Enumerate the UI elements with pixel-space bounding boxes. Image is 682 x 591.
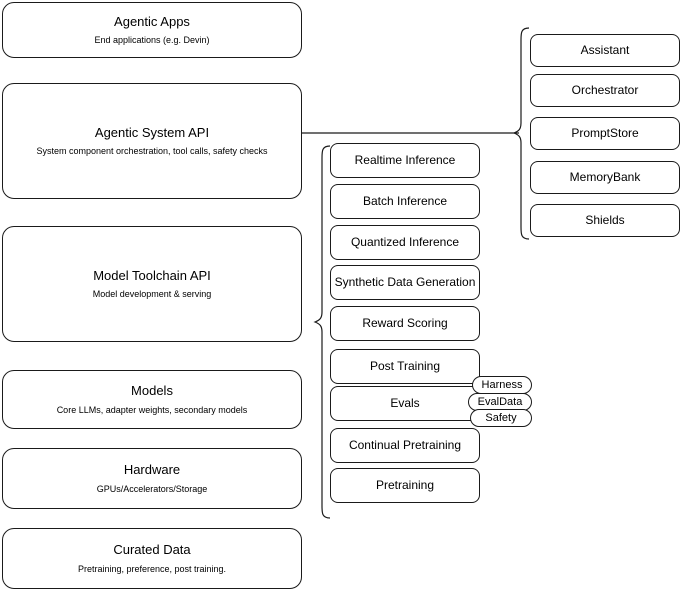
layer-model-toolchain-api[interactable]: Model Toolchain API Model development & … xyxy=(2,226,302,342)
capability-quantized-inference[interactable]: Quantized Inference xyxy=(330,225,480,260)
layer-models[interactable]: Models Core LLMs, adapter weights, secon… xyxy=(2,370,302,429)
layer-title: Agentic System API xyxy=(94,124,210,140)
evals-chip-harness[interactable]: Harness xyxy=(472,376,532,394)
component-label: MemoryBank xyxy=(569,170,641,184)
layer-agentic-apps[interactable]: Agentic Apps End applications (e.g. Devi… xyxy=(2,2,302,58)
capability-label: Continual Pretraining xyxy=(348,438,462,452)
capability-synthetic-data-generation[interactable]: Synthetic Data Generation xyxy=(330,265,480,300)
capability-batch-inference[interactable]: Batch Inference xyxy=(330,184,480,219)
layer-title: Curated Data xyxy=(113,542,191,558)
capability-realtime-inference[interactable]: Realtime Inference xyxy=(330,143,480,178)
evals-chip-label: Harness xyxy=(481,379,523,391)
component-assistant[interactable]: Assistant xyxy=(530,34,680,67)
evals-chip-safety[interactable]: Safety xyxy=(470,409,532,427)
layer-subtitle: System component orchestration, tool cal… xyxy=(36,146,268,156)
capability-post-training[interactable]: Post Training xyxy=(330,349,480,384)
component-shields[interactable]: Shields xyxy=(530,204,680,237)
layer-title: Model Toolchain API xyxy=(93,267,211,283)
component-label: Assistant xyxy=(580,43,630,57)
capability-label: Reward Scoring xyxy=(362,316,448,330)
capability-label: Post Training xyxy=(369,359,441,373)
capability-continual-pretraining[interactable]: Continual Pretraining xyxy=(330,428,480,463)
capability-label: Synthetic Data Generation xyxy=(334,275,476,289)
component-label: Shields xyxy=(585,213,625,227)
capability-label: Batch Inference xyxy=(362,194,448,208)
layer-title: Agentic Apps xyxy=(114,13,190,29)
evals-chip-label: EvalData xyxy=(477,396,523,408)
evals-chip-label: Safety xyxy=(485,412,517,424)
layer-subtitle: GPUs/Accelerators/Storage xyxy=(96,483,208,494)
capability-label: Quantized Inference xyxy=(350,235,460,249)
middle-brace xyxy=(313,145,331,519)
layer-title: Models xyxy=(131,383,173,399)
layer-hardware[interactable]: Hardware GPUs/Accelerators/Storage xyxy=(2,448,302,509)
capability-label: Pretraining xyxy=(375,478,435,492)
layer-agentic-system-api[interactable]: Agentic System API System component orch… xyxy=(2,83,302,199)
layer-subtitle: Pretraining, preference, post training. xyxy=(77,563,227,574)
capability-pretraining[interactable]: Pretraining xyxy=(330,468,480,503)
layer-curated-data[interactable]: Curated Data Pretraining, preference, po… xyxy=(2,528,302,589)
layer-subtitle: Core LLMs, adapter weights, secondary mo… xyxy=(56,404,248,415)
component-label: Orchestrator xyxy=(571,83,639,97)
component-memorybank[interactable]: MemoryBank xyxy=(530,161,680,194)
capability-evals[interactable]: Evals xyxy=(330,386,480,421)
component-promptstore[interactable]: PromptStore xyxy=(530,117,680,150)
capability-reward-scoring[interactable]: Reward Scoring xyxy=(330,306,480,341)
layer-subtitle: End applications (e.g. Devin) xyxy=(94,35,210,45)
capability-label: Realtime Inference xyxy=(354,153,456,167)
layer-title: Hardware xyxy=(123,462,181,478)
component-label: PromptStore xyxy=(571,126,639,140)
right-brace xyxy=(512,27,530,240)
capability-label: Evals xyxy=(390,396,420,410)
component-orchestrator[interactable]: Orchestrator xyxy=(530,74,680,107)
layer-subtitle: Model development & serving xyxy=(92,289,212,299)
